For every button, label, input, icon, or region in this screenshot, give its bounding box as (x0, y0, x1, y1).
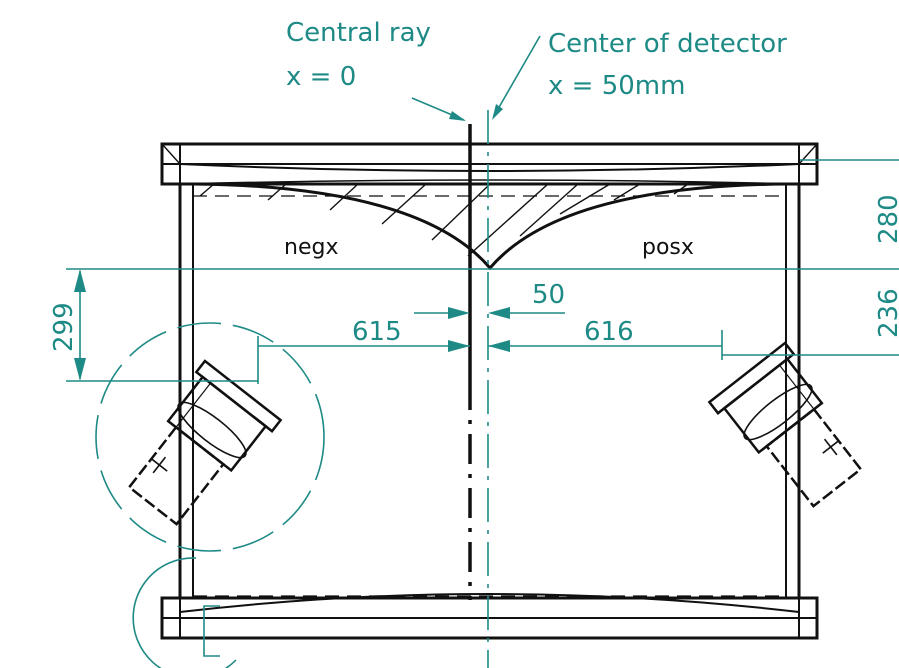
left-detector (127, 359, 283, 526)
detail-circle-flange (132, 557, 237, 668)
center-detector-x-label: x = 50mm (548, 71, 685, 101)
annotations (66, 35, 899, 668)
dim-left-label: 615 (352, 317, 402, 347)
negx-label: negx (284, 235, 338, 260)
posx-label: posx (642, 235, 694, 260)
top-window-lower (179, 179, 800, 185)
dim-right-label: 616 (584, 317, 634, 347)
central-ray-label: Central ray (286, 18, 431, 48)
detector-leader (493, 35, 541, 117)
dim-offset-label: 50 (532, 280, 565, 310)
center-detector-label: Center of detector (548, 29, 787, 59)
bottom-window-curve (179, 593, 800, 613)
detail-circle-detector (95, 322, 325, 552)
v-shape-outline (192, 182, 787, 271)
right-detector (707, 341, 863, 508)
top-flange-left-diag (161, 143, 181, 165)
dim-right-bottom-label: 236 (874, 288, 899, 338)
dim-vertical-left-label: 299 (49, 302, 79, 352)
central-ray-x-label: x = 0 (286, 62, 356, 92)
detail-bracket (203, 605, 220, 657)
dim-right-top-label: 280 (874, 194, 899, 244)
top-flange-right-diag (798, 143, 818, 165)
detector-arrowhead (492, 104, 503, 120)
top-window-curve (179, 163, 800, 172)
frame (160, 124, 819, 640)
central-ray-arrowhead (449, 111, 466, 121)
v-shape-hatching (199, 183, 689, 257)
